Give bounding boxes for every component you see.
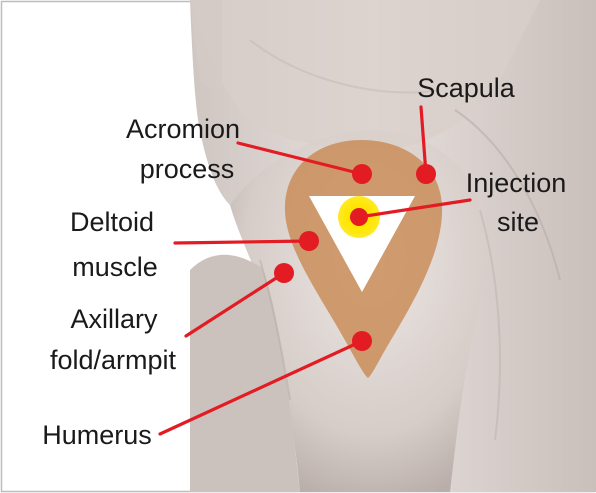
acromion-process-marker (352, 164, 372, 184)
injection-label-line1: Injection (466, 168, 567, 198)
acromion-label-line2: process (140, 154, 235, 184)
scapula-label: Scapula (417, 73, 516, 103)
deltoid-label-line2: muscle (72, 252, 158, 282)
acromion-label-line1: Acromion (126, 114, 240, 144)
deltoid-label-line1: Deltoid (70, 207, 154, 237)
axillary-label-line2: fold/armpit (50, 345, 177, 375)
scapula-marker (416, 164, 436, 184)
deltoid-leader (175, 241, 309, 243)
humerus-label: Humerus (42, 420, 152, 450)
axillary-fold-marker (274, 263, 294, 283)
deltoid-muscle-marker (299, 231, 319, 251)
axillary-label-line1: Axillary (70, 304, 158, 334)
injection-label-line2: site (497, 207, 539, 237)
humerus-marker (352, 331, 372, 351)
injection-site-marker (350, 208, 368, 226)
